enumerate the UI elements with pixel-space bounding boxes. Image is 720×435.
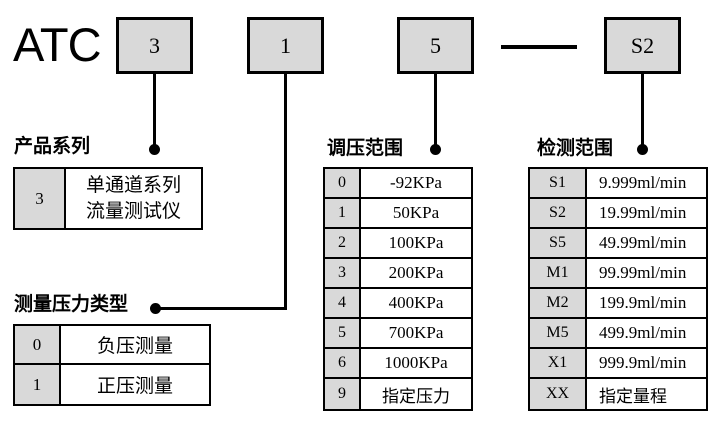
connector-detect-vline bbox=[641, 74, 644, 146]
range-code: 1 bbox=[325, 199, 361, 227]
detect-code: S5 bbox=[530, 229, 587, 257]
detect-code: S2 bbox=[530, 199, 587, 227]
code-box-series: 3 bbox=[116, 17, 193, 74]
table-row: S2 19.99ml/min bbox=[530, 199, 706, 229]
code-box-detect-range: S2 bbox=[604, 17, 681, 74]
range-desc: -92KPa bbox=[390, 173, 442, 192]
connector-series-vline bbox=[153, 74, 156, 146]
range-desc: 1000KPa bbox=[384, 353, 448, 372]
range-desc: 400KPa bbox=[388, 293, 444, 312]
connector-series-dot bbox=[149, 144, 160, 155]
ptype-code: 1 bbox=[15, 365, 61, 404]
section-title-range: 调压范围 bbox=[327, 138, 404, 159]
detect-desc: 199.9ml/min bbox=[599, 293, 687, 312]
detect-code: X1 bbox=[530, 349, 587, 377]
table-row: 9 指定压力 bbox=[325, 379, 471, 409]
detect-range-table: S1 9.999ml/min S2 19.99ml/min S5 49.99ml… bbox=[528, 167, 708, 411]
detect-desc: 999.9ml/min bbox=[599, 353, 687, 372]
detect-desc: 49.99ml/min bbox=[599, 233, 687, 252]
range-desc: 200KPa bbox=[388, 263, 444, 282]
table-row: 5 700KPa bbox=[325, 319, 471, 349]
table-row: 0 -92KPa bbox=[325, 169, 471, 199]
connector-range-vline bbox=[434, 74, 437, 146]
model-prefix: ATC bbox=[13, 18, 102, 71]
connector-range-dot bbox=[430, 144, 441, 155]
table-row: 4 400KPa bbox=[325, 289, 471, 319]
pressure-range-table: 0 -92KPa 1 50KPa 2 100KPa 3 200KPa 4 400… bbox=[323, 167, 473, 411]
table-row: X1 999.9ml/min bbox=[530, 349, 706, 379]
detect-code: M1 bbox=[530, 259, 587, 287]
detect-desc: 9.999ml/min bbox=[599, 173, 687, 192]
dash-separator bbox=[501, 45, 577, 49]
detect-code: S1 bbox=[530, 169, 587, 197]
table-row: S1 9.999ml/min bbox=[530, 169, 706, 199]
range-code: 0 bbox=[325, 169, 361, 197]
detect-code: M5 bbox=[530, 319, 587, 347]
ptype-desc: 负压测量 bbox=[96, 336, 173, 357]
detect-desc: 99.99ml/min bbox=[599, 263, 687, 282]
range-desc: 700KPa bbox=[388, 323, 444, 342]
connector-ptype-hline bbox=[156, 307, 286, 310]
table-row: 2 100KPa bbox=[325, 229, 471, 259]
connector-ptype-vline bbox=[284, 74, 287, 310]
table-row: 3 单通道系列 流量测试仪 bbox=[15, 169, 201, 228]
table-row: M1 99.99ml/min bbox=[530, 259, 706, 289]
detect-code: XX bbox=[530, 379, 587, 409]
section-title-detect: 检测范围 bbox=[537, 138, 614, 159]
table-row: 6 1000KPa bbox=[325, 349, 471, 379]
range-desc: 100KPa bbox=[388, 233, 444, 252]
table-row: M5 499.9ml/min bbox=[530, 319, 706, 349]
range-desc: 50KPa bbox=[392, 203, 440, 222]
ptype-code: 0 bbox=[15, 326, 61, 363]
range-code: 2 bbox=[325, 229, 361, 257]
code-box-pressure-range: 5 bbox=[397, 17, 474, 74]
ptype-desc: 正压测量 bbox=[96, 376, 173, 397]
range-code: 9 bbox=[325, 379, 361, 409]
range-code: 3 bbox=[325, 259, 361, 287]
series-table: 3 单通道系列 流量测试仪 bbox=[13, 167, 203, 230]
range-desc: 指定压力 bbox=[382, 386, 450, 406]
pressure-type-table: 0 负压测量 1 正压测量 bbox=[13, 324, 211, 406]
detect-code: M2 bbox=[530, 289, 587, 317]
section-title-series: 产品系列 bbox=[14, 136, 91, 157]
table-row: S5 49.99ml/min bbox=[530, 229, 706, 259]
series-desc: 单通道系列 流量测试仪 bbox=[85, 174, 181, 222]
range-code: 5 bbox=[325, 319, 361, 347]
detect-desc: 指定量程 bbox=[599, 386, 667, 406]
connector-ptype-dot bbox=[150, 303, 161, 314]
table-row: 0 负压测量 bbox=[15, 326, 209, 365]
table-row: M2 199.9ml/min bbox=[530, 289, 706, 319]
table-row: 3 200KPa bbox=[325, 259, 471, 289]
code-box-pressure-type: 1 bbox=[247, 17, 324, 74]
section-title-ptype: 测量压力类型 bbox=[14, 294, 129, 315]
range-code: 4 bbox=[325, 289, 361, 317]
range-code: 6 bbox=[325, 349, 361, 377]
table-row: XX 指定量程 bbox=[530, 379, 706, 409]
detect-desc: 499.9ml/min bbox=[599, 323, 687, 342]
series-code: 3 bbox=[15, 169, 66, 228]
table-row: 1 正压测量 bbox=[15, 365, 209, 404]
detect-desc: 19.99ml/min bbox=[599, 203, 687, 222]
connector-detect-dot bbox=[637, 144, 648, 155]
table-row: 1 50KPa bbox=[325, 199, 471, 229]
